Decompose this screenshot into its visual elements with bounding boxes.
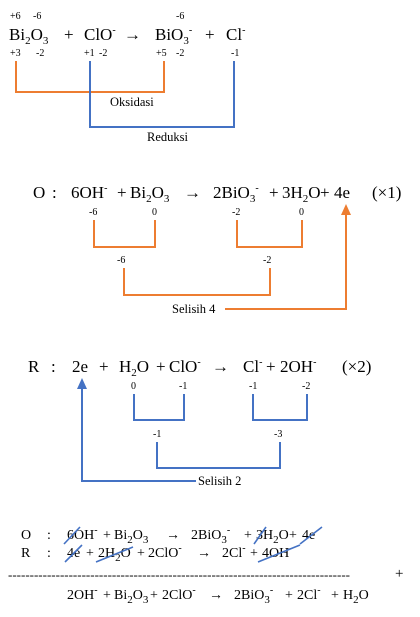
ox-h2o: 0 (131, 381, 136, 392)
final-equation: 2OH- + Bi2O3 + 2ClO- → 2BiO3- + 2Cl- + H… (67, 582, 369, 607)
ox-h2o: 0 (299, 207, 304, 218)
ox-cl-in-clo: +1 (84, 48, 95, 59)
ox-right-sum: -3 (274, 429, 282, 440)
oxidation-half-reaction: O : 6OH- + Bi2O3 → 2BiO3- + 3H2O + 4e (×… (33, 176, 401, 206)
left-bracket (93, 220, 156, 248)
ox-oh: -2 (302, 381, 310, 392)
reaction-equation: Bi2O3 + ClO- → BiO3- + Cl- (9, 18, 245, 48)
selisih-connector (123, 268, 271, 296)
reduction-line: R : 4e + 2H2O + 2ClO- → 2Cl- + 4OH- (21, 540, 293, 564)
cancel-marks (63, 526, 323, 563)
ox-bi: +3 (10, 48, 21, 59)
ox-o-in-clo: -2 (99, 48, 107, 59)
electron-arrow-head (77, 378, 87, 389)
reduksi-label: Reduksi (147, 130, 189, 144)
oksidasi-label: Oksidasi (110, 95, 154, 109)
ox-top-o: -6 (33, 11, 41, 22)
ox-left-sum: -1 (153, 429, 161, 440)
selisih-label: Selisih 4 (172, 302, 216, 316)
left-bracket (133, 394, 185, 421)
reduction-half-reaction: R : 2e + H2O + ClO- → Cl- + 2OH- (×2) (28, 350, 371, 379)
sum-divider-dashes: ----------------------------------------… (8, 567, 350, 582)
selisih-connector (156, 442, 281, 469)
ox-bi2o3: 0 (152, 207, 157, 218)
section-1-overall-reaction: +6 -6 -6 Bi2O3 + ClO- → BiO3- + Cl- +3 -… (9, 11, 245, 144)
ox-cl: -1 (249, 381, 257, 392)
ox-bi-in-bio3: +5 (156, 48, 167, 59)
ox-right-sum: -2 (263, 255, 271, 266)
ox-top-bio3: -6 (176, 11, 184, 22)
right-bracket (236, 220, 303, 248)
ox-left-sum: -6 (117, 255, 125, 266)
sum-plus: + (395, 566, 403, 582)
ox-cl: -1 (231, 48, 239, 59)
ox-o-in-oh: -6 (89, 207, 97, 218)
section-2-oxidation: O : 6OH- + Bi2O3 → 2BiO3- + 3H2O + 4e (×… (33, 176, 401, 316)
oxidation-line: O : 6OH- + Bi2O3 → 2BiO3- + 3H2O + 4e (21, 522, 315, 547)
ox-o-in-bio3: -2 (232, 207, 240, 218)
ox-o-in-bio3: -2 (176, 48, 184, 59)
reduksi-bracket (89, 61, 235, 128)
section-3-reduction: R : 2e + H2O + ClO- → Cl- + 2OH- (×2) 0 … (28, 350, 371, 488)
electron-arrow-head (341, 204, 351, 215)
electron-arrow-line (225, 213, 347, 310)
ox-top-bi: +6 (10, 11, 21, 22)
selisih-label: Selisih 2 (198, 474, 241, 488)
ox-cl-in-clo: -1 (179, 381, 187, 392)
electron-arrow-line (81, 387, 196, 482)
right-bracket (252, 394, 308, 421)
ox-o: -2 (36, 48, 44, 59)
section-4-summation: O : 6OH- + Bi2O3 → 2BiO3- + 3H2O + 4e R … (8, 522, 403, 607)
